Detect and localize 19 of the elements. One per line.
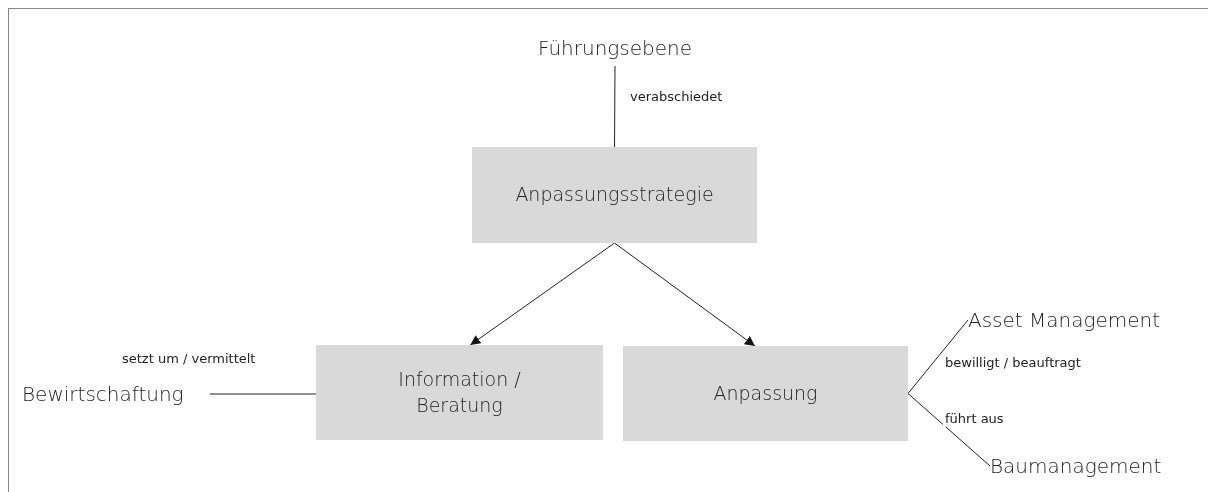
connector-line — [614, 65, 616, 148]
process-box — [623, 346, 908, 441]
box-label: Information / Beratung — [397, 366, 522, 418]
node-label: Asset Management — [968, 306, 1161, 334]
edge-label: bewilligt / beauftragt — [943, 355, 1083, 371]
node-label: Bewirtschaftung — [22, 380, 184, 408]
edge-label: setzt um / vermittelt — [120, 351, 258, 367]
edge-label: führt aus — [943, 411, 1006, 427]
connector-line — [907, 393, 991, 467]
process-box — [472, 147, 757, 243]
box-label: Anpassungsstrategie — [515, 182, 714, 208]
box-label: Anpassung — [713, 380, 818, 406]
connector-line — [907, 319, 969, 394]
arrow — [469, 242, 615, 346]
process-box — [316, 345, 603, 440]
node-label: Baumanagement — [990, 452, 1162, 480]
arrow — [614, 242, 756, 347]
connector-line — [209, 393, 317, 395]
node-label: Führungsebene — [538, 34, 693, 62]
